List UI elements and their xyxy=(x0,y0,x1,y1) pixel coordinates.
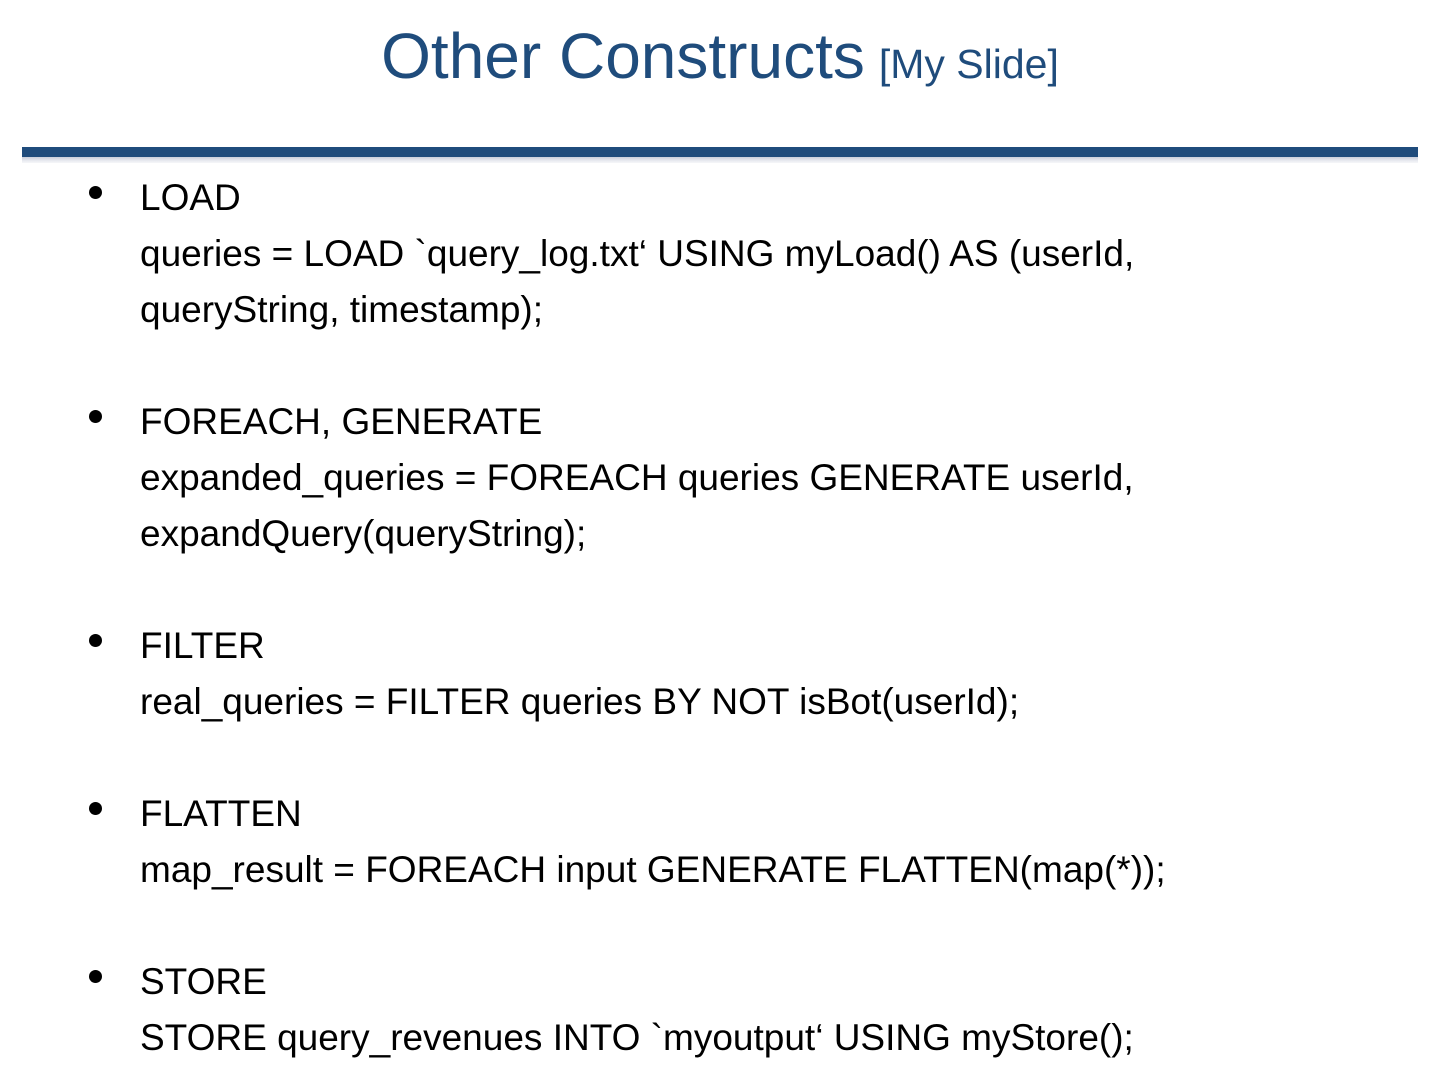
bullet-group-flatten: FLATTEN map_result = FOREACH input GENER… xyxy=(0,786,1440,898)
list-item: FLATTEN xyxy=(0,786,1440,842)
code-snippet: map_result = FOREACH input GENERATE FLAT… xyxy=(140,849,1166,890)
bullet-label: STORE xyxy=(140,961,267,1002)
bullet-dot-icon xyxy=(89,186,102,199)
bullet-dot-icon xyxy=(89,970,102,983)
list-item: FOREACH, GENERATE xyxy=(0,394,1440,450)
code-snippet: STORE query_revenues INTO `myoutput‘ USI… xyxy=(140,1017,1134,1058)
slide-body: LOAD queries = LOAD `query_log.txt‘ USIN… xyxy=(0,170,1440,1066)
title-divider-shadow xyxy=(22,157,1418,163)
title-divider-bar xyxy=(22,147,1418,157)
page-title-main: Other Constructs xyxy=(381,20,865,92)
list-item: FILTER xyxy=(0,618,1440,674)
bullet-label: FOREACH, GENERATE xyxy=(140,401,543,442)
bullet-label: FLATTEN xyxy=(140,793,302,834)
page-title: Other Constructs[My Slide] xyxy=(0,24,1440,88)
bullet-label: FILTER xyxy=(140,625,265,666)
page-title-suffix: [My Slide] xyxy=(878,41,1059,87)
bullet-label: LOAD xyxy=(140,177,241,218)
bullet-dot-icon xyxy=(89,410,102,423)
bullet-group-filter: FILTER real_queries = FILTER queries BY … xyxy=(0,618,1440,730)
bullet-group-store: STORE STORE query_revenues INTO `myoutpu… xyxy=(0,954,1440,1066)
code-snippet: real_queries = FILTER queries BY NOT isB… xyxy=(140,681,1020,722)
bullet-dot-icon xyxy=(89,802,102,815)
list-item: LOAD xyxy=(0,170,1440,226)
bullet-group-load: LOAD queries = LOAD `query_log.txt‘ USIN… xyxy=(0,170,1440,338)
code-snippet: queries = LOAD `query_log.txt‘ USING myL… xyxy=(140,233,1135,330)
bullet-dot-icon xyxy=(89,634,102,647)
code-snippet: expanded_queries = FOREACH queries GENER… xyxy=(140,457,1134,554)
bullet-group-foreach-generate: FOREACH, GENERATE expanded_queries = FOR… xyxy=(0,394,1440,562)
list-item: STORE xyxy=(0,954,1440,1010)
